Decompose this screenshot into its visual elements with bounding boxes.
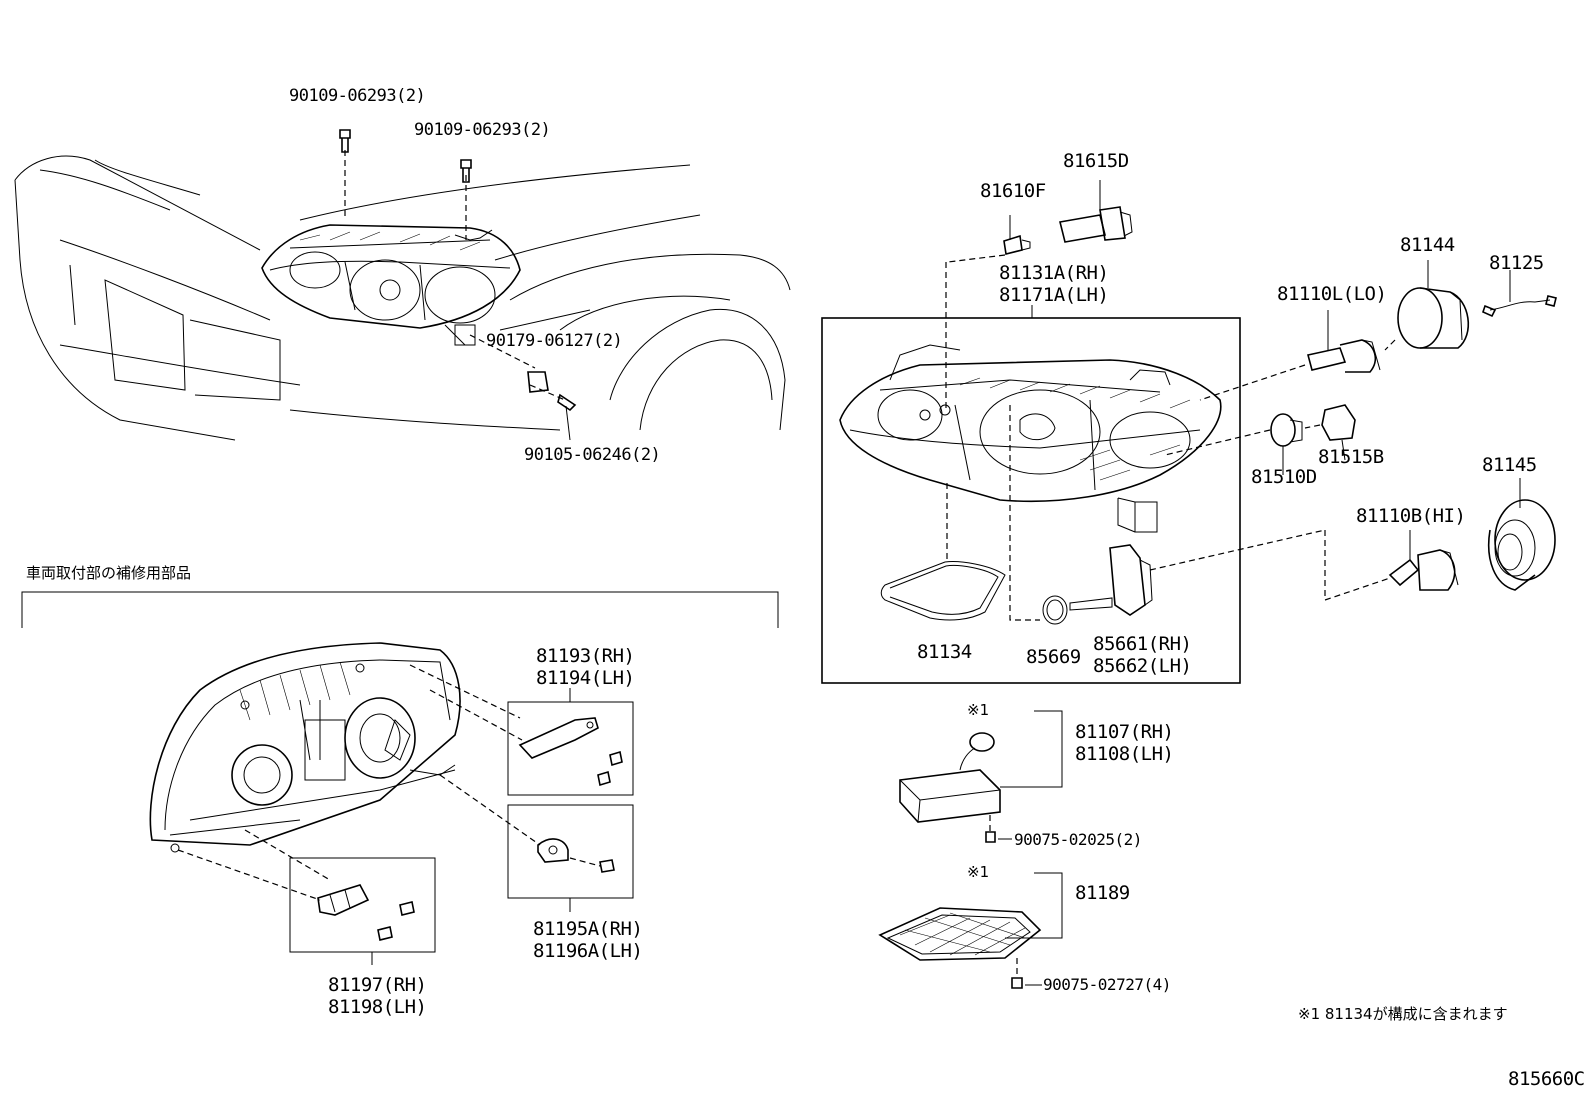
label-unit-lh: 81171A(LH) xyxy=(999,284,1109,306)
vehicle-front-illustration xyxy=(14,129,791,441)
label-bracket-mid-lh: 81196A(LH) xyxy=(533,940,643,962)
label-cover-81145: 81145 xyxy=(1482,454,1537,476)
label-repair-parts-heading: 車両取付部の補修用部品 xyxy=(26,564,192,582)
label-bracket-upper-lh: 81194(LH) xyxy=(536,667,635,689)
label-bulb-81510d: 81510D xyxy=(1251,466,1317,488)
label-gasket-81134: 81134 xyxy=(917,641,972,663)
label-bulb-81610f: 81610F xyxy=(980,180,1046,202)
headlamp-unit-box xyxy=(821,262,1326,684)
label-cover-note-mark: ※1 xyxy=(967,863,990,881)
label-bulb-81615d: 81615D xyxy=(1063,150,1129,172)
label-wire-81125: 81125 xyxy=(1489,252,1544,274)
label-bracket-lower-rh: 81197(RH) xyxy=(328,974,427,996)
footnote: ※1 81134が構成に含まれます xyxy=(1298,1005,1508,1023)
label-leveling-rh: 85661(RH) xyxy=(1093,633,1192,655)
label-bolt-upper-right: 90109-06293(2) xyxy=(414,120,551,140)
label-ecu-note-mark: ※1 xyxy=(967,701,990,719)
label-screw-lower: 90105-06246(2) xyxy=(524,445,661,465)
label-screw-90075-02727: 90075-02727(4) xyxy=(1043,975,1171,994)
figure-id: 815660C xyxy=(1508,1068,1585,1090)
label-bolt-upper-left: 90109-06293(2) xyxy=(289,86,426,106)
label-bracket-upper-rh: 81193(RH) xyxy=(536,645,635,667)
label-bulb-hi: 81110B(HI) xyxy=(1356,505,1466,527)
ecu-cover xyxy=(878,872,1063,989)
label-screw-90075-02025: 90075-02025(2) xyxy=(1014,830,1142,849)
label-oring-85669: 85669 xyxy=(1026,646,1081,668)
bulb-components xyxy=(947,180,1557,601)
ballast-ecu xyxy=(899,710,1063,843)
label-socket-81515b: 81515B xyxy=(1318,446,1384,468)
label-leveling-lh: 85662(LH) xyxy=(1093,655,1192,677)
label-bracket-mid-rh: 81195A(RH) xyxy=(533,918,643,940)
label-bracket-lower-lh: 81198(LH) xyxy=(328,996,427,1018)
label-ecu-lh: 81108(LH) xyxy=(1075,743,1174,765)
repair-parts-section xyxy=(21,591,779,965)
label-nut-clip: 90179-06127(2) xyxy=(486,331,623,351)
label-cover-81189: 81189 xyxy=(1075,882,1130,904)
label-bulb-lo: 81110L(LO) xyxy=(1277,283,1387,305)
label-unit-rh: 81131A(RH) xyxy=(999,262,1109,284)
label-ecu-rh: 81107(RH) xyxy=(1075,721,1174,743)
label-cover-81144: 81144 xyxy=(1400,234,1455,256)
